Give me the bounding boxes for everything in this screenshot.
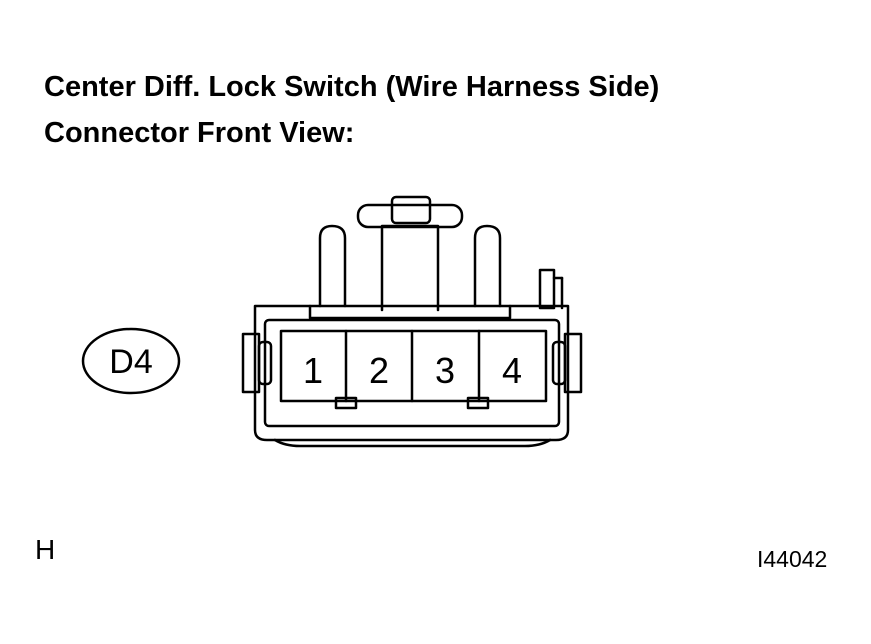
figure-code: I44042: [757, 546, 828, 572]
connector-right-ear-tab: [551, 340, 567, 386]
connector-left-finger: [318, 224, 347, 308]
connector-left-ear: [241, 332, 261, 394]
pin-4-label: 4: [502, 350, 522, 391]
connector-code-ellipse: [81, 327, 181, 395]
connector-code-label: D4: [109, 343, 152, 381]
page-letter: H: [35, 534, 56, 565]
connector-code-badge: D4: [81, 327, 181, 395]
connector-key-left: [334, 396, 358, 410]
connector-key-right: [466, 396, 490, 410]
pin-labels: 1 2 3 4: [303, 350, 522, 391]
pin-2-label: 2: [369, 350, 389, 391]
connector-top-rim: [308, 304, 512, 320]
connector-body: [241, 195, 583, 448]
connector-latch-stem: [380, 224, 440, 312]
diagram-title: Center Diff. Lock Switch (Wire Harness S…: [44, 71, 660, 103]
connector-outer-shell: [253, 304, 570, 442]
pin-cavity-block: [279, 329, 548, 403]
pin-3-label: 3: [435, 350, 455, 391]
connector-left-ear-tab: [257, 340, 273, 386]
connector-top-knob: [390, 195, 432, 225]
pin-1-label: 1: [303, 350, 323, 391]
diagram-subtitle: Connector Front View:: [44, 117, 355, 149]
connector-inner-shell: [263, 318, 561, 428]
connector-right-post: [538, 268, 556, 310]
connector-bottom-skirt: [273, 438, 552, 448]
connector-right-finger: [473, 224, 502, 308]
